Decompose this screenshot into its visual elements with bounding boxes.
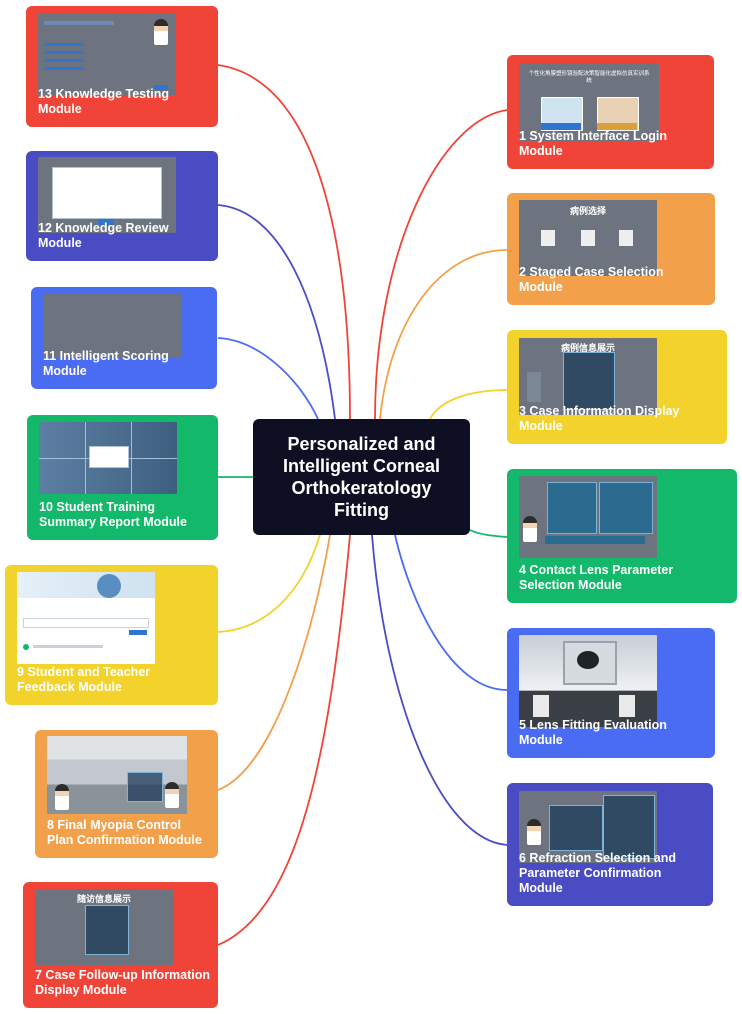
module-7-label: 7 Case Follow-up Information Display Mod…: [35, 968, 211, 997]
center-title: Personalized and Intelligent Corneal Ort…: [282, 434, 441, 520]
module-6-label: 6 Refraction Selection and Parameter Con…: [519, 851, 676, 895]
connector-m8: [217, 534, 331, 791]
module-10-screenshot: [39, 422, 177, 494]
module-12-screenshot: [38, 157, 176, 233]
connector-m5: [394, 534, 508, 691]
module-3-screenshot-title: 病例信息展示: [560, 343, 615, 353]
module-2-label: 2 Staged Case Selection Module: [519, 265, 664, 294]
connector-m2: [379, 249, 508, 420]
module-2-screenshot-title: 病例选择: [569, 206, 606, 216]
module-11-screenshot: [43, 294, 181, 358]
module-12-card[interactable]: 12 Knowledge Review Module: [26, 151, 218, 261]
module-9-screenshot: [17, 572, 155, 664]
module-6-card[interactable]: 6 Refraction Selection and Parameter Con…: [507, 783, 713, 906]
module-1-label: 1 System Interface Login Module: [519, 129, 667, 158]
module-1-screenshot-title: 个性化角膜塑形镜验配决策智能化虚拟仿真实训系统: [528, 71, 650, 84]
module-2-card[interactable]: 病例选择 2 Staged Case Selection Module: [507, 193, 715, 305]
connector-m3: [429, 389, 508, 420]
module-3-screenshot: 病例信息展示: [519, 338, 657, 415]
module-13-card[interactable]: 13 Knowledge Testing Module: [26, 6, 218, 127]
module-10-label: 10 Student Training Summary Report Modul…: [39, 500, 187, 529]
module-8-label: 8 Final Myopia Control Plan Confirmation…: [47, 818, 202, 847]
center-node[interactable]: Personalized and Intelligent Corneal Ort…: [253, 419, 470, 535]
module-9-card[interactable]: 9 Student and Teacher Feedback Module: [5, 565, 218, 705]
connector-m13: [217, 64, 351, 420]
module-7-screenshot-title: 随访信息展示: [76, 894, 131, 904]
module-13-screenshot: [38, 13, 176, 95]
module-9-label: 9 Student and Teacher Feedback Module: [17, 665, 151, 694]
module-4-screenshot: [519, 476, 657, 558]
module-8-screenshot: [47, 736, 187, 814]
module-4-label: 4 Contact Lens Parameter Selection Modul…: [519, 563, 674, 592]
module-3-label: 3 Case Information Display Module: [519, 404, 680, 433]
connector-m1: [374, 109, 508, 420]
module-10-card[interactable]: 10 Student Training Summary Report Modul…: [27, 415, 218, 540]
module-5-card[interactable]: 5 Lens Fitting Evaluation Module: [507, 628, 715, 758]
module-6-screenshot: [519, 791, 657, 863]
module-5-screenshot: [519, 635, 657, 727]
connector-m11: [217, 337, 319, 420]
module-4-card[interactable]: 4 Contact Lens Parameter Selection Modul…: [507, 469, 737, 603]
module-2-screenshot: 病例选择: [519, 200, 657, 276]
module-11-label: 11 Intelligent Scoring Module: [43, 349, 169, 378]
module-5-label: 5 Lens Fitting Evaluation Module: [519, 718, 667, 747]
module-1-card[interactable]: 个性化角膜塑形镜验配决策智能化虚拟仿真实训系统 1 System Interfa…: [507, 55, 714, 169]
module-11-card[interactable]: 11 Intelligent Scoring Module: [31, 287, 217, 389]
module-7-screenshot: 随访信息展示: [35, 889, 173, 965]
connector-m9: [217, 534, 321, 633]
connector-m6: [371, 534, 508, 846]
connector-m7: [217, 534, 351, 946]
module-8-card[interactable]: 8 Final Myopia Control Plan Confirmation…: [35, 730, 218, 858]
connector-m12: [217, 204, 336, 420]
module-1-screenshot: 个性化角膜塑形镜验配决策智能化虚拟仿真实训系统: [519, 63, 659, 141]
connector-m4: [469, 529, 508, 538]
module-3-card[interactable]: 病例信息展示 3 Case Information Display Module: [507, 330, 727, 444]
module-13-label: 13 Knowledge Testing Module: [38, 87, 170, 116]
module-12-label: 12 Knowledge Review Module: [38, 221, 169, 250]
module-7-card[interactable]: 随访信息展示 7 Case Follow-up Information Disp…: [23, 882, 218, 1008]
